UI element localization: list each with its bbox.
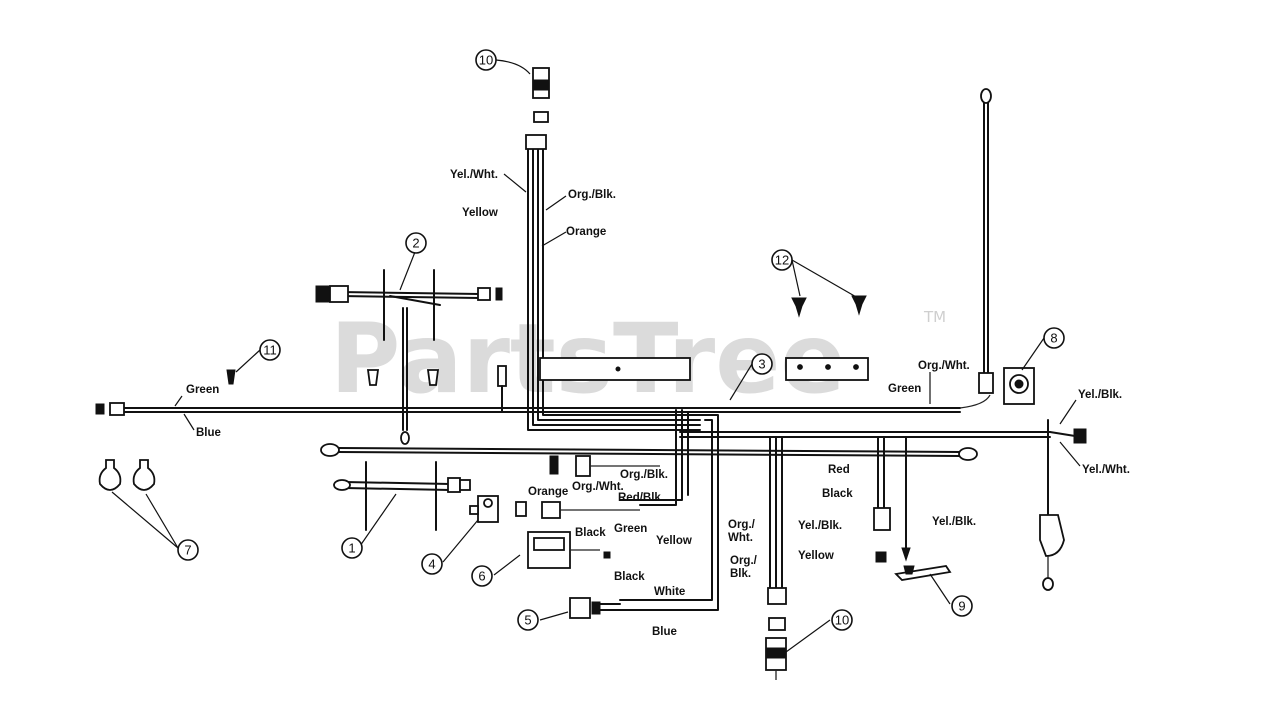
- callout-9: 9: [951, 595, 973, 617]
- label-black-mid: Black: [575, 527, 606, 539]
- callout-7: 7: [177, 539, 199, 561]
- label-black-low: Black: [614, 571, 645, 583]
- callout-8: 8: [1043, 327, 1065, 349]
- callout-2: 2: [405, 232, 427, 254]
- label-green-mid: Green: [614, 523, 647, 535]
- svg-text:5: 5: [524, 613, 531, 628]
- label-org-wht-mid: Org./Wht.: [572, 481, 624, 493]
- watermark-tm: TM: [923, 308, 946, 326]
- label-yellow-top: Yellow: [462, 207, 498, 219]
- wire-labels: Yel./Wht. Org./Blk. Yellow Orange Green …: [174, 169, 1130, 638]
- label-yel-wht-top: Yel./Wht.: [450, 169, 498, 181]
- callout-11: 11: [259, 339, 281, 361]
- label-yel-blk-low: Yel./Blk.: [798, 520, 842, 532]
- main-harness: [95, 134, 1087, 611]
- svg-text:12: 12: [775, 253, 789, 268]
- part-2-harness: [315, 269, 503, 341]
- label-yel-blk-right: Yel./Blk.: [1078, 389, 1122, 401]
- label-org-wht-low-1: Org./: [728, 519, 756, 531]
- callout-6: 6: [471, 565, 493, 587]
- svg-text:11: 11: [263, 343, 277, 358]
- label-blue-low: Blue: [652, 626, 677, 638]
- part-9-clip: [894, 565, 952, 581]
- callout-12: 12: [771, 249, 793, 271]
- label-blue-left: Blue: [196, 427, 221, 439]
- label-green-right: Green: [888, 383, 921, 395]
- battery-cable: [320, 443, 978, 461]
- label-org-blk-low-2: Blk.: [730, 568, 751, 580]
- label-yel-wht-right: Yel./Wht.: [1082, 464, 1130, 476]
- callout-10-bottom: 10: [831, 609, 853, 631]
- label-yellow-mid: Yellow: [656, 535, 692, 547]
- fuse-wire: [400, 307, 521, 445]
- svg-text:2: 2: [412, 236, 419, 251]
- label-green-left: Green: [186, 384, 219, 396]
- svg-text:6: 6: [478, 569, 485, 584]
- part-11-clips: [226, 369, 440, 386]
- label-org-wht-right: Org./Wht.: [918, 360, 970, 372]
- part-10-connector-bottom: [765, 617, 787, 680]
- part-7-bulbs: [98, 459, 156, 491]
- leader-lines: [111, 59, 1045, 653]
- label-org-blk-top: Org./Blk.: [568, 189, 616, 201]
- svg-text:8: 8: [1050, 331, 1057, 346]
- svg-text:10: 10: [835, 613, 849, 628]
- label-red-right: Red: [828, 464, 850, 476]
- label-black-right: Black: [822, 488, 853, 500]
- svg-text:4: 4: [428, 557, 435, 572]
- label-orange-mid: Orange: [528, 486, 568, 498]
- label-yel-blk-right-low: Yel./Blk.: [932, 516, 976, 528]
- part-1-wire-set: [333, 461, 471, 531]
- callout-5: 5: [517, 609, 539, 631]
- label-org-blk-mid: Org./Blk.: [620, 469, 668, 481]
- part-6-module: [527, 455, 660, 569]
- part-5-connector: [569, 597, 621, 619]
- callout-1: 1: [341, 537, 363, 559]
- ground-cable: [978, 88, 994, 394]
- label-org-blk-low-1: Org./: [730, 555, 758, 567]
- callout-3: 3: [751, 353, 773, 375]
- callout-4: 4: [421, 553, 443, 575]
- part-8-switch: [1003, 367, 1035, 405]
- label-white-low: White: [654, 586, 685, 598]
- part-10-connector-top: [532, 67, 550, 123]
- callout-10-top: 10: [475, 49, 497, 71]
- part-12-screws: [791, 295, 867, 318]
- svg-text:1: 1: [348, 541, 355, 556]
- svg-text:10: 10: [479, 53, 493, 68]
- svg-text:3: 3: [758, 357, 765, 372]
- part-4-switch: [469, 495, 527, 523]
- label-yellow-low: Yellow: [798, 550, 834, 562]
- svg-text:9: 9: [958, 599, 965, 614]
- svg-text:7: 7: [184, 543, 191, 558]
- label-org-wht-low-2: Wht.: [728, 532, 753, 544]
- label-orange-top: Orange: [566, 226, 606, 238]
- label-red-blk-mid: Red/Blk.: [618, 492, 664, 504]
